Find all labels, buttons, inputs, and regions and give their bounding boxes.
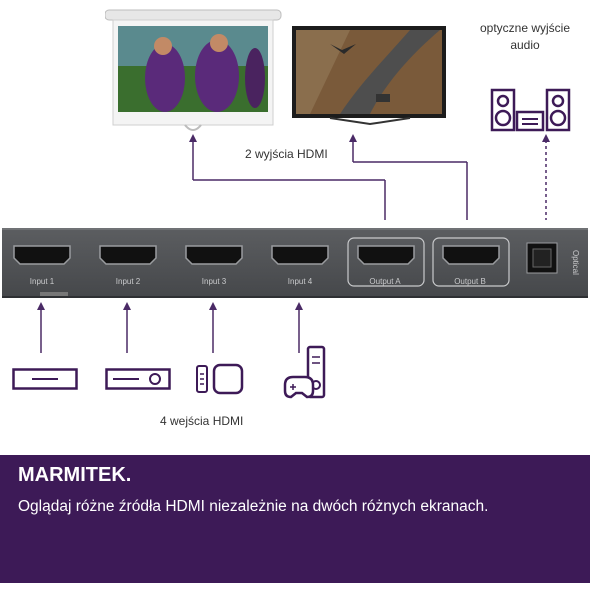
output-connection-lines	[189, 134, 550, 220]
audio-output-label: optyczne wyjście audio	[479, 21, 571, 52]
hdmi-inputs-label: 4 wejścia HDMI	[160, 414, 244, 428]
hdmi-outputs-label: 2 wyjścia HDMI	[245, 147, 328, 161]
dvd-player-icon	[12, 368, 78, 390]
marketing-banner	[0, 455, 590, 583]
input1-port-icon	[13, 245, 71, 265]
hdmi-ports	[13, 237, 558, 296]
input-connection-lines	[37, 302, 303, 353]
media-box-remote-icon	[196, 363, 244, 395]
port-label-outputB: Output B	[454, 277, 486, 286]
tv-icon	[292, 26, 446, 126]
input3-port-icon	[185, 245, 243, 265]
blu-ray-player-icon	[105, 368, 171, 390]
outputB-port-icon	[442, 245, 500, 265]
game-console-icon	[283, 345, 326, 399]
speaker-system-icon	[490, 88, 571, 132]
port-label-outputA: Output A	[369, 277, 401, 286]
input4-port-icon	[271, 245, 329, 265]
outputA-port-icon	[357, 245, 415, 265]
port-label-input3: Input 3	[201, 277, 227, 286]
port-label-optical: Optical	[571, 250, 580, 275]
port-label-input4: Input 4	[287, 277, 313, 286]
port-label-input2: Input 2	[115, 277, 141, 286]
input2-port-icon	[99, 245, 157, 265]
brand-logo: MARMITEK.	[18, 464, 132, 486]
projector-screen-icon	[105, 9, 282, 131]
tagline: Oglądaj różne źródła HDMI niezależnie na…	[18, 498, 489, 515]
port-label-input1: Input 1	[29, 277, 55, 286]
